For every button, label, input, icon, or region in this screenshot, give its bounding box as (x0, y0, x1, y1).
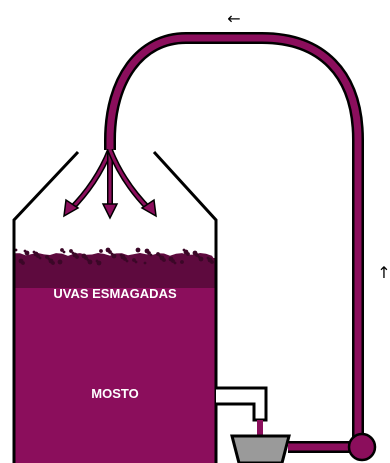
grape-bubble (119, 253, 123, 257)
bucket-icon (230, 434, 291, 463)
grape-bubble (156, 252, 160, 256)
grape-bubble (192, 250, 198, 256)
grape-bubble (23, 249, 27, 253)
must-label: MOSTO (91, 386, 138, 401)
tap-stream (257, 420, 263, 436)
spray-arrows-icon (63, 148, 157, 220)
side-flow-arrow: ↑ (377, 263, 390, 282)
grape-bubble (69, 249, 73, 253)
grape-bubble (144, 248, 150, 254)
grape-bubble (60, 248, 64, 252)
tap-icon (216, 386, 268, 422)
grape-bubble (143, 261, 147, 265)
crushed-grapes-label: UVAS ESMAGADAS (53, 286, 177, 301)
top-flow-arrow: ← (227, 9, 240, 28)
grape-bubble (132, 258, 136, 262)
grape-bubble (18, 258, 24, 264)
grape-bubble (81, 253, 87, 259)
grape-bubble (180, 260, 184, 264)
tank-outline (12, 150, 218, 463)
grape-bubbles-icon (14, 247, 216, 266)
grape-bubble (57, 259, 63, 265)
grape-bubble (99, 249, 103, 253)
must-layer (14, 286, 216, 463)
grape-bubble (135, 247, 141, 253)
grape-bubble (182, 248, 186, 252)
grape-bubble (32, 250, 36, 254)
grape-bubble (168, 256, 174, 262)
grape-bubble (95, 259, 99, 263)
grape-bubble (45, 255, 49, 259)
crushed-grapes-layer (14, 258, 216, 288)
pump-circle-icon (347, 432, 377, 462)
grape-bubble (105, 247, 111, 253)
return-pipe-fill (106, 34, 362, 451)
grape-bubble (206, 256, 210, 260)
